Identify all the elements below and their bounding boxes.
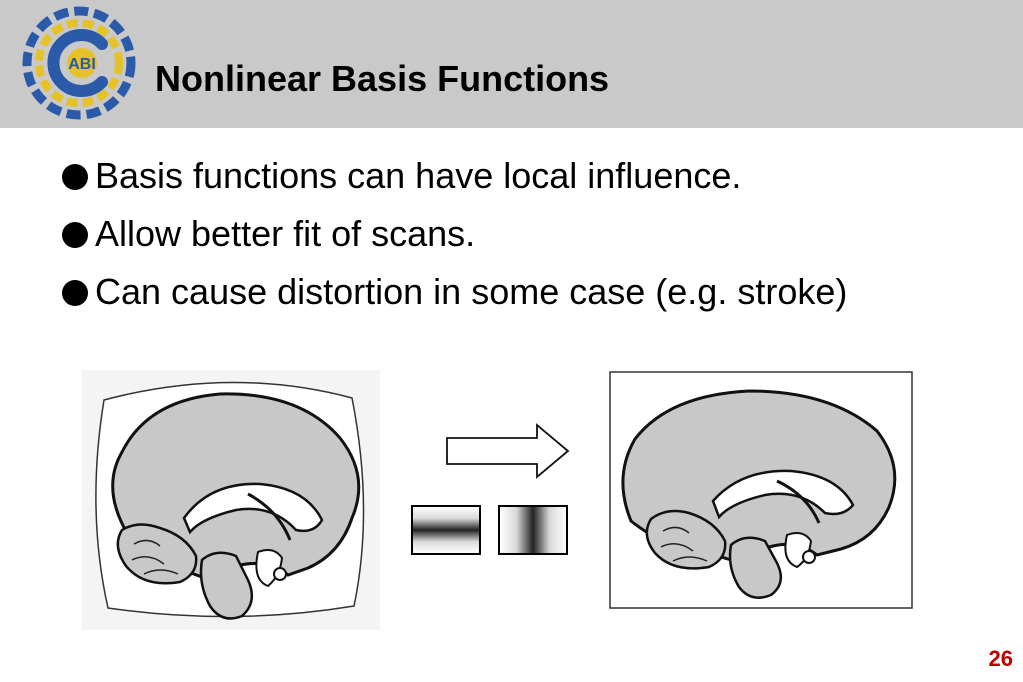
bullet-item: Basis functions can have local influence… xyxy=(60,150,847,208)
slide-title: Nonlinear Basis Functions xyxy=(155,58,610,99)
bullet-text: Can cause distortion in some case (e.g. … xyxy=(95,271,848,312)
logo-text: ABI xyxy=(68,56,96,73)
bullet-text: Basis functions can have local influence… xyxy=(95,155,742,196)
bullet-dot-icon xyxy=(62,164,88,190)
bullet-dot-icon xyxy=(62,222,88,248)
right-arrow-icon xyxy=(446,423,570,479)
slide-header: ABI Nonlinear Basis Functions xyxy=(0,0,1023,128)
bullet-text: Allow better fit of scans. xyxy=(95,213,476,254)
bullet-item: Allow better fit of scans. xyxy=(60,208,847,266)
bullet-dot-icon xyxy=(62,280,88,306)
bullet-list: Basis functions can have local influence… xyxy=(60,150,847,324)
brain-before-image xyxy=(82,370,380,630)
vertical-basis-function-image xyxy=(498,505,568,555)
abi-logo-icon: ABI xyxy=(22,6,136,120)
bullet-item: Can cause distortion in some case (e.g. … xyxy=(60,266,847,324)
brain-after-image xyxy=(609,371,913,609)
page-number: 26 xyxy=(988,646,1013,671)
horizontal-basis-function-image xyxy=(411,505,481,555)
